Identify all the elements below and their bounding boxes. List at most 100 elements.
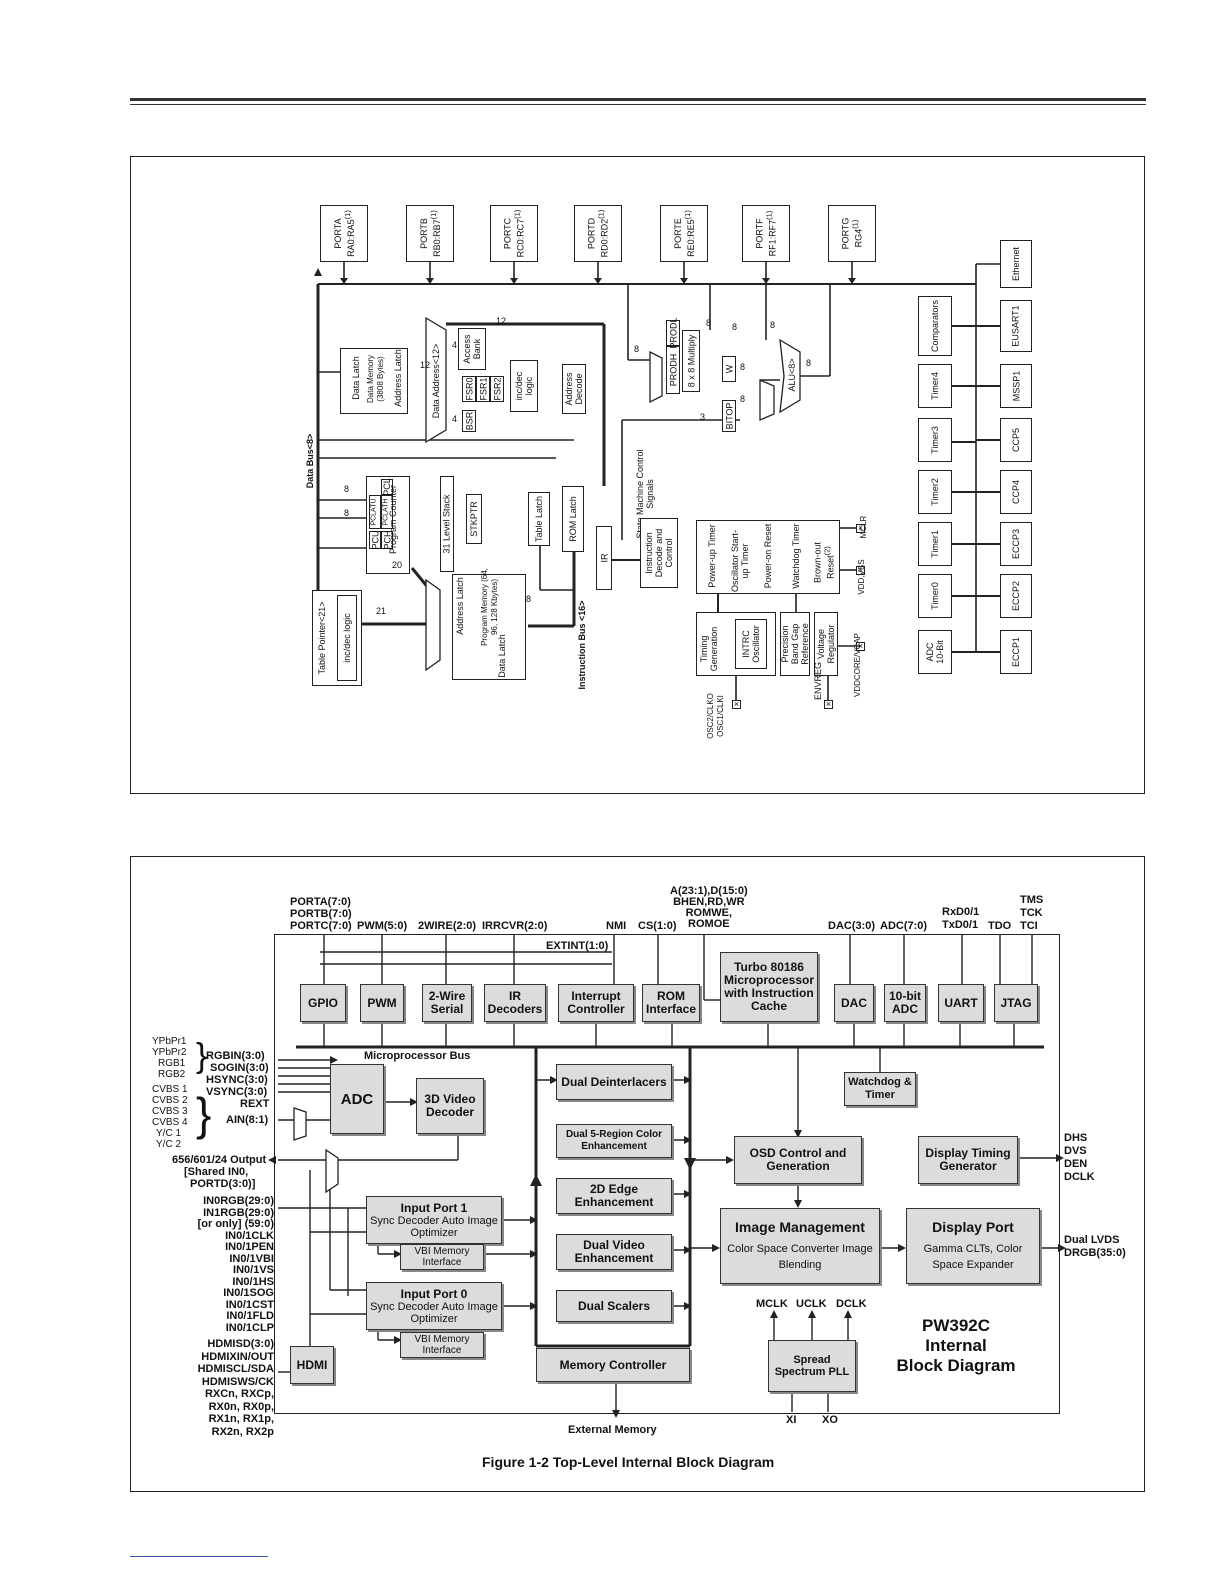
display-timing-generator-block: Display Timing Generator bbox=[918, 1136, 1018, 1184]
rom-latch-block: ROM Latch bbox=[562, 486, 584, 552]
prodh-block: PRODH bbox=[666, 346, 680, 394]
peripheral-ccp5: CCP5 bbox=[1000, 418, 1032, 462]
peripheral-eccp2: ECCP2 bbox=[1000, 574, 1032, 618]
left-input-1: SOGIN(3:0) bbox=[210, 1062, 269, 1074]
in-signal: IN0/1CST bbox=[225, 1298, 274, 1311]
width-12-a: 12 bbox=[496, 316, 507, 326]
peripheral-timer3: Timer3 bbox=[918, 418, 952, 462]
width-3: 3 bbox=[700, 412, 706, 422]
width-4-b: 4 bbox=[452, 414, 458, 424]
data-memory-block: Data Latch Data Memory (3808 Bytes) Addr… bbox=[340, 348, 408, 414]
peripheral-timer0: Timer0 bbox=[918, 574, 952, 618]
clock-uclk: UCLK bbox=[796, 1298, 827, 1310]
brace2-1: CVBS 2 bbox=[152, 1095, 188, 1106]
output-656-1: [Shared IN0, bbox=[184, 1166, 249, 1178]
lvds-output: Dual LVDS DRGB(35:0) bbox=[1064, 1234, 1126, 1260]
bitop-block: BITOP bbox=[722, 400, 736, 432]
video-enhancement-block: Dual Video Enhancement bbox=[556, 1234, 672, 1270]
instruction-decode-block: Instruction Decode and Control bbox=[640, 518, 678, 588]
in-signal: IN1RGB(29:0) bbox=[203, 1206, 274, 1219]
prodl-block: PRODL bbox=[666, 317, 680, 349]
in-signal: IN0/1FLD bbox=[226, 1310, 274, 1322]
width-21: 21 bbox=[376, 606, 387, 616]
vddcore-pin-icon: × bbox=[856, 641, 865, 651]
top-label-tdo: TDO bbox=[988, 920, 1012, 932]
brace2-2: CVBS 3 bbox=[152, 1106, 188, 1117]
multiply-block: 8 x 8 Multiply bbox=[682, 330, 700, 392]
hdmi-signal: RXCn, RXCp, bbox=[204, 1388, 274, 1400]
left-input-2: HSYNC(3:0) bbox=[206, 1074, 268, 1086]
peripheral-mssp1: MSSP1 bbox=[1000, 364, 1032, 408]
tp-inc-dec-block: inc/dec logic bbox=[337, 595, 357, 681]
figure-2-frame bbox=[130, 856, 1145, 1492]
width-4-a: 4 bbox=[452, 340, 458, 350]
osd-block: OSD Control and Generation bbox=[734, 1136, 862, 1184]
brace2-4: Y/C 1 bbox=[156, 1128, 182, 1139]
table-latch-block: Table Latch bbox=[528, 492, 550, 546]
right-output: DCLK bbox=[1064, 1171, 1095, 1183]
width-8-a: 8 bbox=[344, 484, 350, 494]
width-8-g: 8 bbox=[770, 320, 776, 330]
top-label-2wire: 2WIRE(2:0) bbox=[418, 920, 477, 932]
pw392c-chip-outline bbox=[274, 934, 1060, 1414]
reset-block: Power-up Timer Oscillator Start-up Timer… bbox=[696, 520, 840, 594]
clock-xi: XI bbox=[786, 1414, 797, 1426]
right-output: DHS bbox=[1064, 1132, 1088, 1144]
width-8-i: 8 bbox=[740, 394, 746, 404]
brace2-3: CVBS 4 bbox=[152, 1117, 188, 1128]
pcl-block: PCL bbox=[381, 478, 393, 496]
edge-enhancement-block: 2D Edge Enhancement bbox=[556, 1178, 672, 1214]
peripheral-adc: ADC 10-Bit bbox=[918, 630, 952, 674]
peripheral-eccp1: ECCP1 bbox=[1000, 630, 1032, 674]
ain-label: AIN(8:1) bbox=[226, 1114, 269, 1126]
pch-block: PCH bbox=[381, 530, 393, 550]
width-8-h: 8 bbox=[740, 362, 746, 372]
w-register-block: W bbox=[722, 356, 736, 382]
jtag-block: JTAG bbox=[994, 984, 1038, 1022]
in-signal-list: IN0RGB(29:0) IN1RGB(29:0) [or only] (59:… bbox=[180, 1195, 274, 1334]
left-input-3: VSYNC(3:0) bbox=[206, 1086, 268, 1098]
top-label-adc: ADC(7:0) bbox=[880, 920, 928, 932]
hdmi-signal: HDMIXIN/OUT bbox=[201, 1350, 274, 1363]
lvds-label: Dual LVDS bbox=[1064, 1234, 1120, 1246]
pcu-block: PCU bbox=[369, 530, 381, 550]
right-output: DVS bbox=[1064, 1145, 1087, 1157]
hdmi-signal-list: HDMISD(3:0) HDMIXIN/OUT HDMISCL/SDA HDMI… bbox=[180, 1338, 274, 1438]
hdmi-signal: HDMISWS/CK bbox=[201, 1375, 274, 1388]
color-enhancement-block: Dual 5-Region Color Enhancement bbox=[556, 1124, 672, 1158]
hdmi-signal: RX0n, RX0p, bbox=[208, 1400, 274, 1413]
access-bank-block: Access Bank bbox=[458, 328, 486, 370]
level-stack-block: 31 Level Stack bbox=[440, 476, 454, 572]
fsr1-block: FSR1 bbox=[476, 376, 490, 402]
peripheral-comparators: Comparators bbox=[918, 296, 952, 356]
brace1-2: RGB1 bbox=[158, 1058, 186, 1069]
left-input-4: REXT bbox=[240, 1098, 270, 1110]
ir-block: IR bbox=[596, 526, 612, 590]
peripheral-eusart1: EUSART1 bbox=[1000, 300, 1032, 352]
in-signal: IN0/1PEN bbox=[225, 1241, 274, 1253]
stkptr-block: STKPTR bbox=[466, 494, 482, 544]
brace1-0: YPbPr1 bbox=[152, 1036, 187, 1047]
rom-interface-block: ROM Interface bbox=[642, 984, 700, 1022]
chip-title: PW392C Internal Block Diagram bbox=[896, 1316, 1016, 1375]
bsr-block: BSR bbox=[462, 410, 476, 432]
width-8-d: 8 bbox=[634, 344, 640, 354]
in-signal: IN0/1SOG bbox=[223, 1287, 274, 1299]
in-signal: IN0/1VS bbox=[233, 1264, 274, 1276]
output-656-2: PORTD(3:0)] bbox=[190, 1178, 256, 1190]
width-8-b: 8 bbox=[344, 508, 350, 518]
mclr-pin-icon: × bbox=[856, 523, 865, 533]
pwm-block: PWM bbox=[360, 984, 404, 1022]
clock-mclk: MCLK bbox=[756, 1298, 788, 1310]
turbo-80186-block: Turbo 80186 Microprocessor with Instruct… bbox=[720, 952, 818, 1022]
right-output: DEN bbox=[1064, 1158, 1088, 1170]
microprocessor-bus-label: Microprocessor Bus bbox=[364, 1050, 471, 1062]
external-memory-label: External Memory bbox=[568, 1424, 657, 1436]
